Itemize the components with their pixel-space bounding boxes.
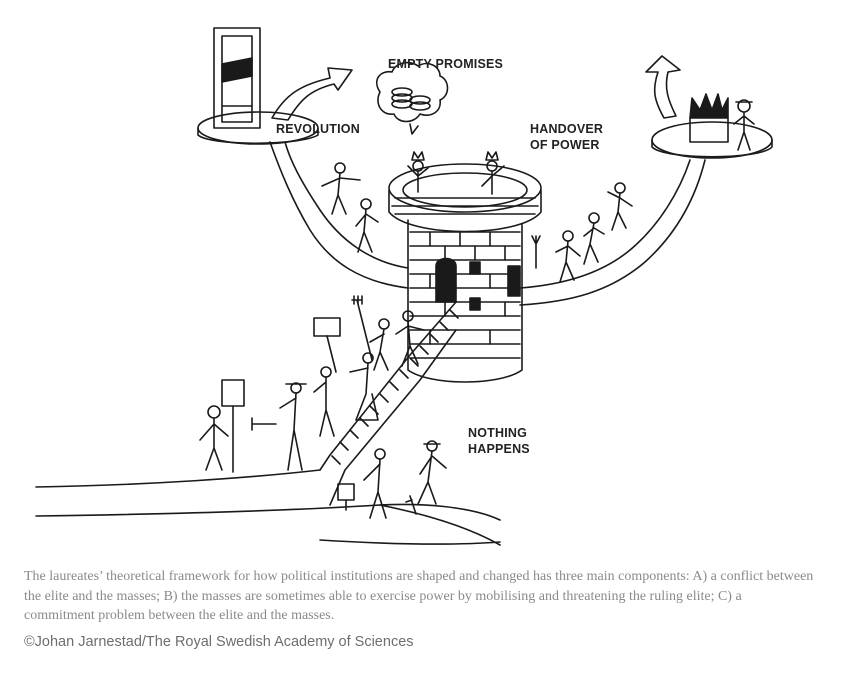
illustration: EMPTY PROMISES REVOLUTION HANDOVER OF PO…	[35, 27, 773, 546]
tower	[388, 163, 542, 383]
handover-platform	[651, 121, 773, 159]
label-handover-line2: OF POWER	[530, 138, 600, 152]
elite-person-figure	[733, 99, 755, 151]
crowd-figures	[199, 295, 447, 519]
revolution-platform	[197, 111, 319, 145]
crown-icon	[689, 93, 729, 143]
king-figure-left	[407, 151, 429, 193]
revolution-arrow-icon	[271, 67, 353, 121]
label-handover-line1: HANDOVER	[530, 122, 603, 136]
empty-promises-bubble	[376, 61, 449, 135]
caption: The laureates’ theoretical framework for…	[24, 569, 814, 623]
ground-path	[35, 469, 501, 546]
handover-arrow-icon	[645, 55, 681, 119]
handover-path	[519, 159, 706, 306]
guillotine-icon	[213, 27, 261, 129]
label-nothing-line2: HAPPENS	[468, 442, 530, 456]
coins-icon	[391, 87, 431, 111]
label-empty-promises: EMPTY PROMISES	[388, 57, 503, 71]
label-revolution: REVOLUTION	[276, 122, 360, 136]
handover-figures	[531, 182, 633, 283]
king-figure-right	[481, 151, 505, 195]
revolutionary-figures	[321, 162, 379, 253]
label-nothing-line1: NOTHING	[468, 426, 527, 440]
image-credit: ©Johan Jarnestad/The Royal Swedish Acade…	[24, 634, 414, 650]
revolution-path	[269, 141, 409, 289]
